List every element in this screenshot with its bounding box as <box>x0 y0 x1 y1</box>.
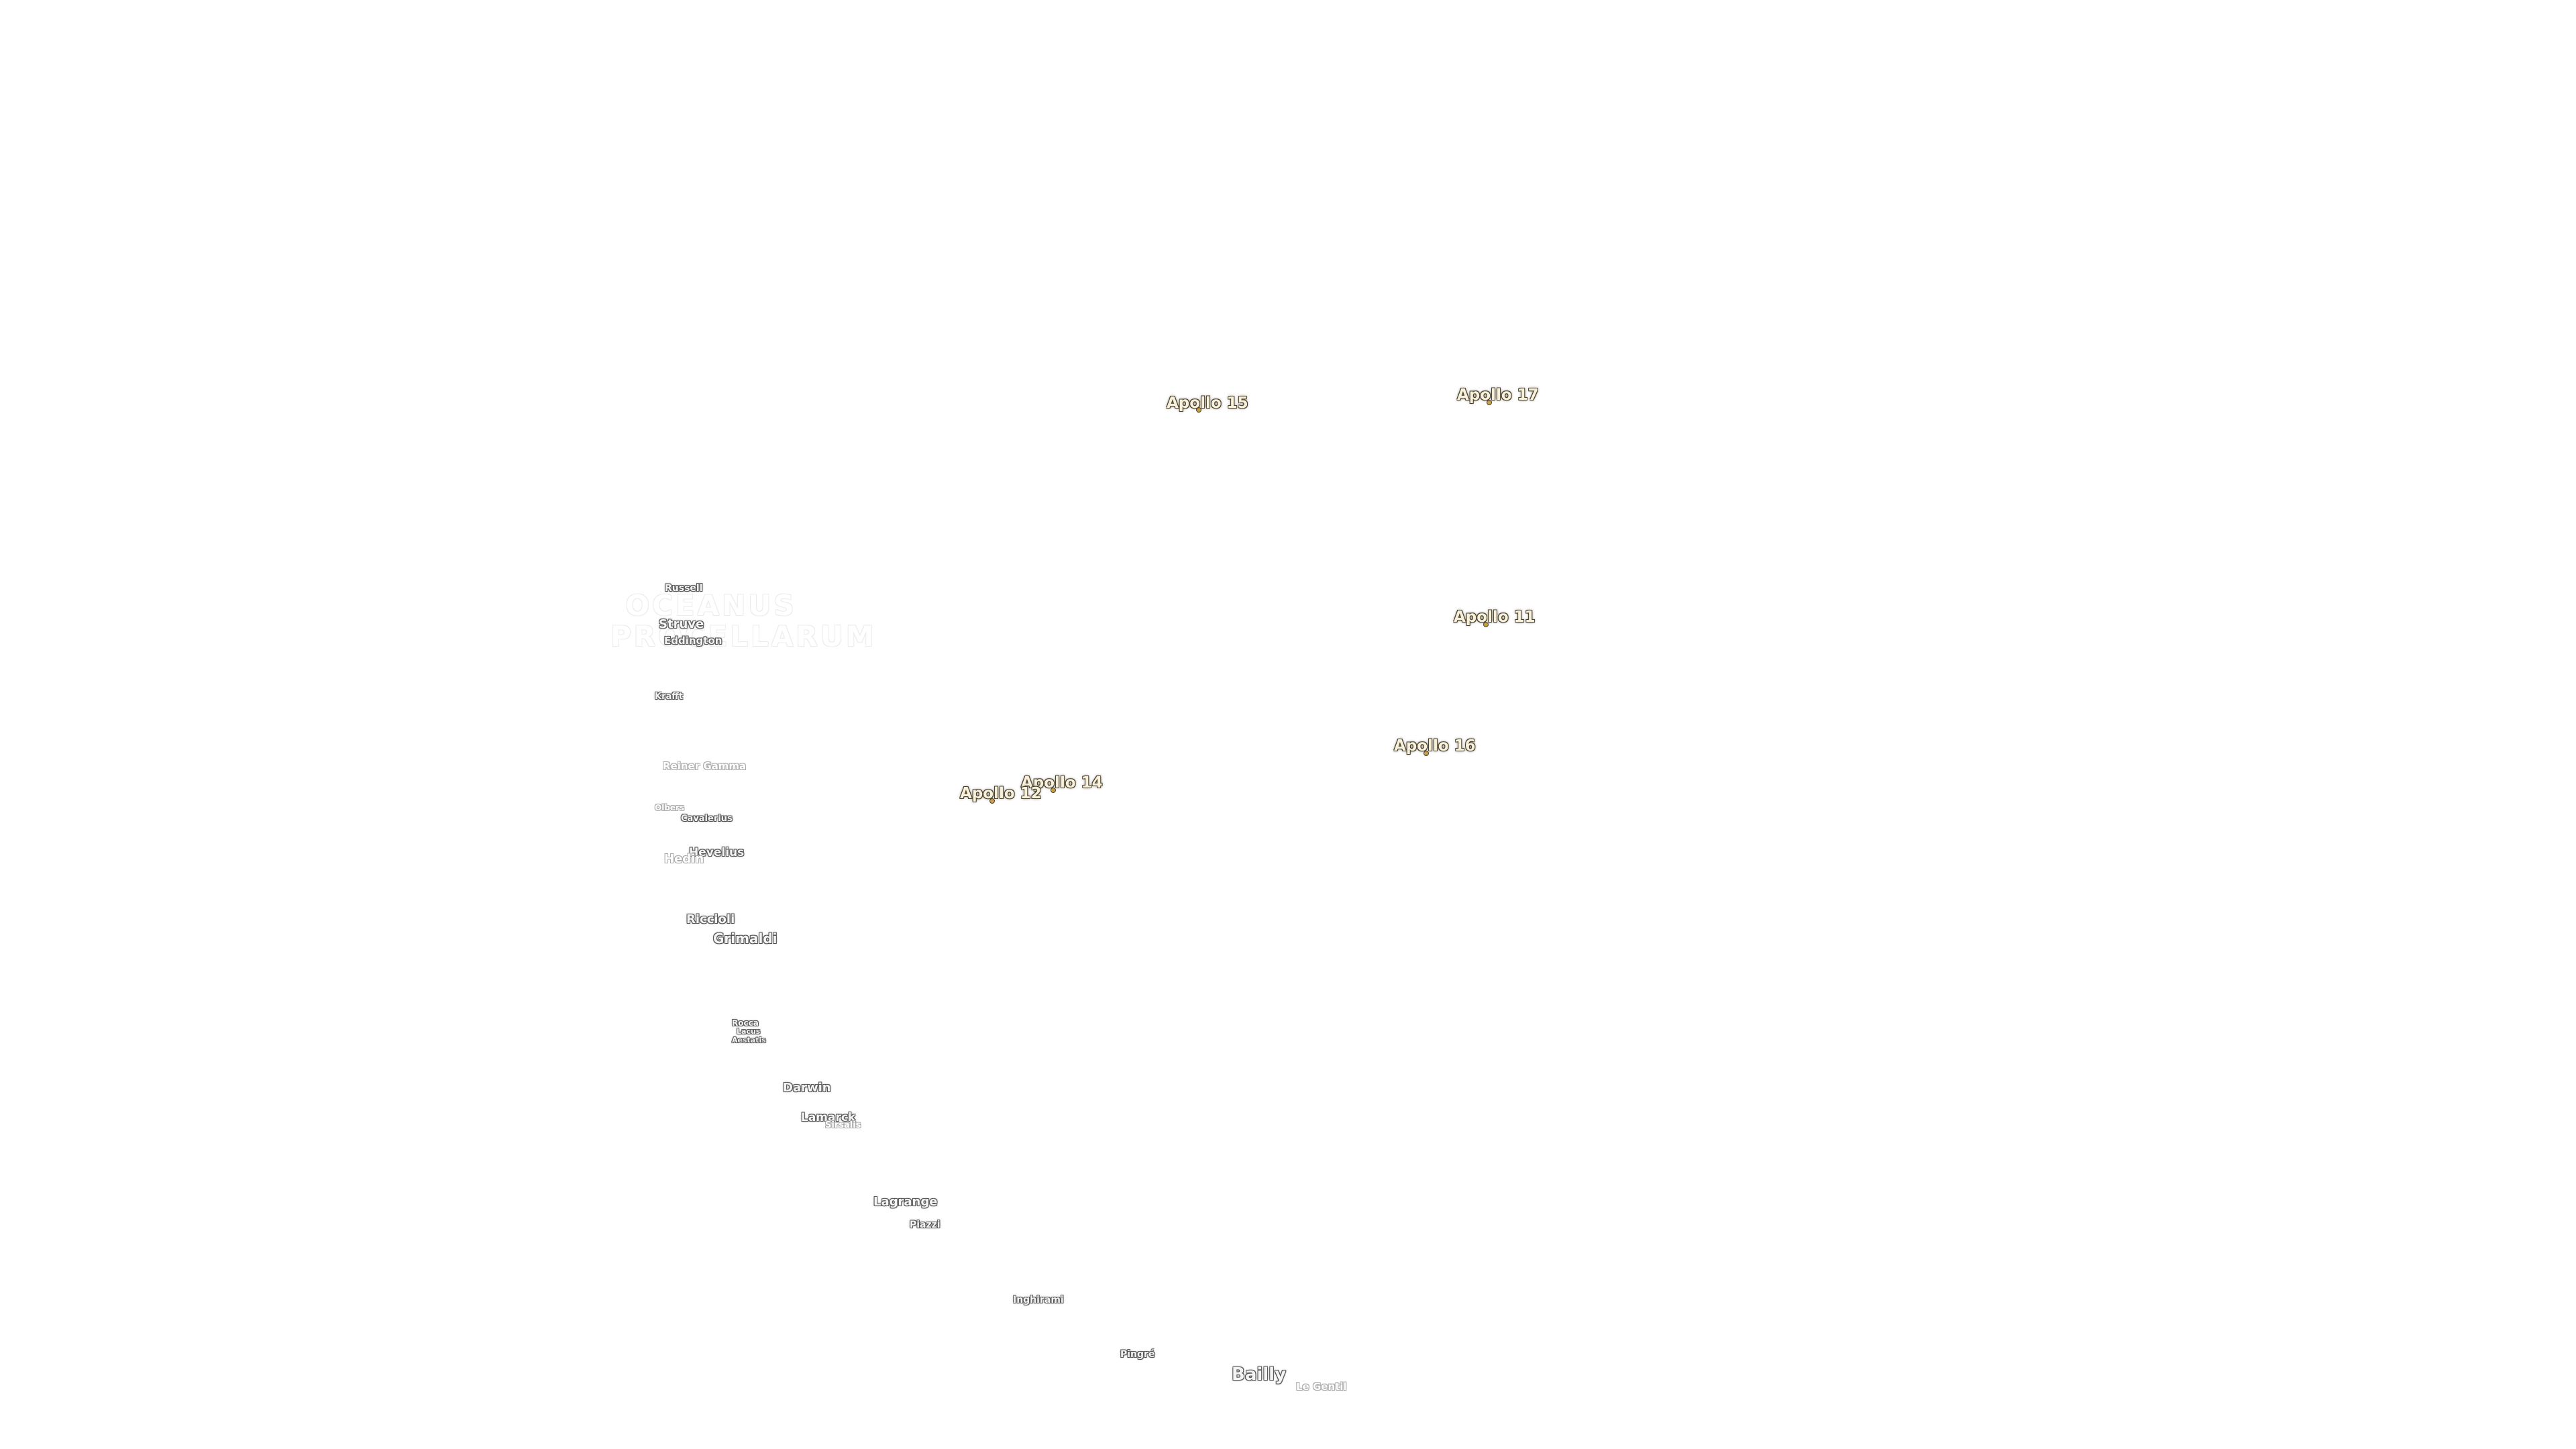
landing-site-apollo-14[interactable]: Apollo 14 <box>1021 774 1103 792</box>
landing-site-marker[interactable] <box>1483 622 1489 627</box>
crater-label-piazzi[interactable]: Piazzi <box>910 1220 941 1230</box>
landing-site-apollo-11[interactable]: Apollo 11 <box>1454 608 1536 626</box>
crater-label-struve[interactable]: Struve <box>659 617 704 631</box>
crater-label-hevelius[interactable]: Hevelius <box>689 846 745 859</box>
crater-label-pingre[interactable]: Pingré <box>1120 1349 1155 1360</box>
crater-label-krafft[interactable]: Krafft <box>655 692 684 702</box>
landing-site-apollo-15[interactable]: Apollo 15 <box>1167 394 1248 412</box>
landing-site-marker[interactable] <box>1424 751 1429 756</box>
landing-site-apollo-16[interactable]: Apollo 16 <box>1394 737 1476 755</box>
crater-label-olbers[interactable]: Olbers <box>655 803 685 812</box>
sea-label-line: PROCELLARUM <box>610 620 877 653</box>
crater-label-riccioli[interactable]: Riccioli <box>686 912 735 926</box>
landing-site-marker[interactable] <box>1196 407 1201 413</box>
lacus-label-line2[interactable]: Aestatis <box>732 1036 766 1044</box>
crater-label-le-gentil[interactable]: Le Gentil <box>1296 1381 1347 1393</box>
crater-label-cavalerius[interactable]: Cavalerius <box>681 814 733 824</box>
crater-label-rocca[interactable]: Rocca <box>732 1018 759 1028</box>
crater-label-eddington[interactable]: Eddington <box>664 635 722 647</box>
landing-site-apollo-17[interactable]: Apollo 17 <box>1457 386 1539 404</box>
landing-site-marker[interactable] <box>1051 788 1056 793</box>
landing-site-marker[interactable] <box>1487 400 1492 405</box>
crater-label-lamarck[interactable]: Lamarck <box>801 1111 856 1124</box>
crater-label-reiner-gamma[interactable]: Reiner Gamma <box>663 760 747 772</box>
crater-label-darwin[interactable]: Darwin <box>783 1081 831 1095</box>
crater-label-grimaldi[interactable]: Grimaldi <box>713 930 777 947</box>
landing-site-marker[interactable] <box>989 798 995 804</box>
landing-site-apollo-12[interactable]: Apollo 12 <box>960 785 1042 802</box>
lacus-label-line1[interactable]: Lacus <box>737 1027 761 1036</box>
sea-label-line: OCEANUS <box>625 589 797 622</box>
crater-label-hedin[interactable]: Hedin <box>664 852 704 866</box>
sea-label-oceanus-procellarum: OCEANUS PROCELLARUM <box>610 589 877 653</box>
crater-label-lagrange[interactable]: Lagrange <box>873 1195 938 1209</box>
crater-label-bailly[interactable]: Bailly <box>1232 1364 1287 1385</box>
crater-label-inghirami[interactable]: Inghirami <box>1013 1295 1064 1305</box>
crater-label-sirsalis[interactable]: Sirsalis <box>825 1120 861 1130</box>
crater-label-russell[interactable]: Russell <box>665 583 703 594</box>
